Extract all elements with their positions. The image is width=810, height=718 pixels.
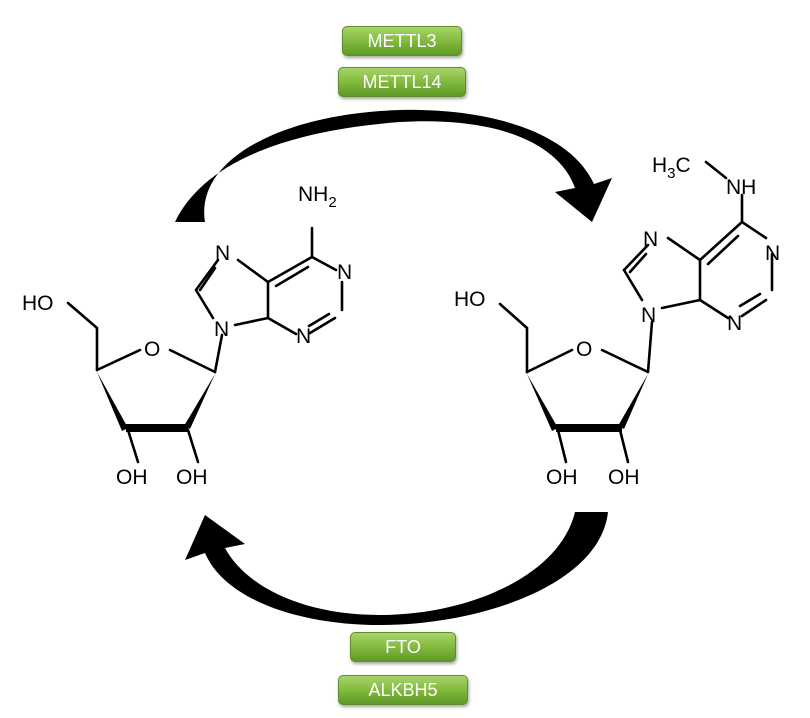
mettl3-label: METTL3 <box>342 26 462 56</box>
adenosine-molecule: NH2 N N N N O HO OH OH <box>22 183 352 489</box>
m6a-n9: N <box>641 304 656 327</box>
m6a-methyl-label: H3C <box>652 154 691 182</box>
adenosine-3-oh: OH <box>116 466 148 489</box>
m6a-2-oh: OH <box>608 466 640 489</box>
m6a-n1: N <box>765 242 780 265</box>
adenosine-n9: N <box>214 318 229 341</box>
m6a-n3: N <box>727 312 742 335</box>
m6a-5-oh: HO <box>454 288 486 311</box>
mettl14-label: METTL14 <box>338 67 466 97</box>
m6a-molecule: H3C NH N N N N O HO OH OH <box>454 154 780 489</box>
m6a-n7: N <box>643 228 658 251</box>
m6a-amine-label: NH <box>726 176 756 199</box>
m6a-ring-o: O <box>576 338 592 361</box>
demethylation-arrow <box>185 512 608 625</box>
alkbh5-label: ALKBH5 <box>338 675 468 705</box>
m6a-3-oh: OH <box>546 466 578 489</box>
adenosine-2-oh: OH <box>176 466 208 489</box>
adenosine-5-oh: HO <box>22 292 54 315</box>
adenosine-amine-label: NH2 <box>298 183 337 211</box>
methylation-arrow <box>175 109 612 222</box>
adenosine-n1: N <box>337 261 352 284</box>
adenosine-n3: N <box>296 325 311 348</box>
adenosine-ring-o: O <box>144 338 160 361</box>
fto-label: FTO <box>350 632 456 662</box>
adenosine-n7: N <box>215 242 230 265</box>
